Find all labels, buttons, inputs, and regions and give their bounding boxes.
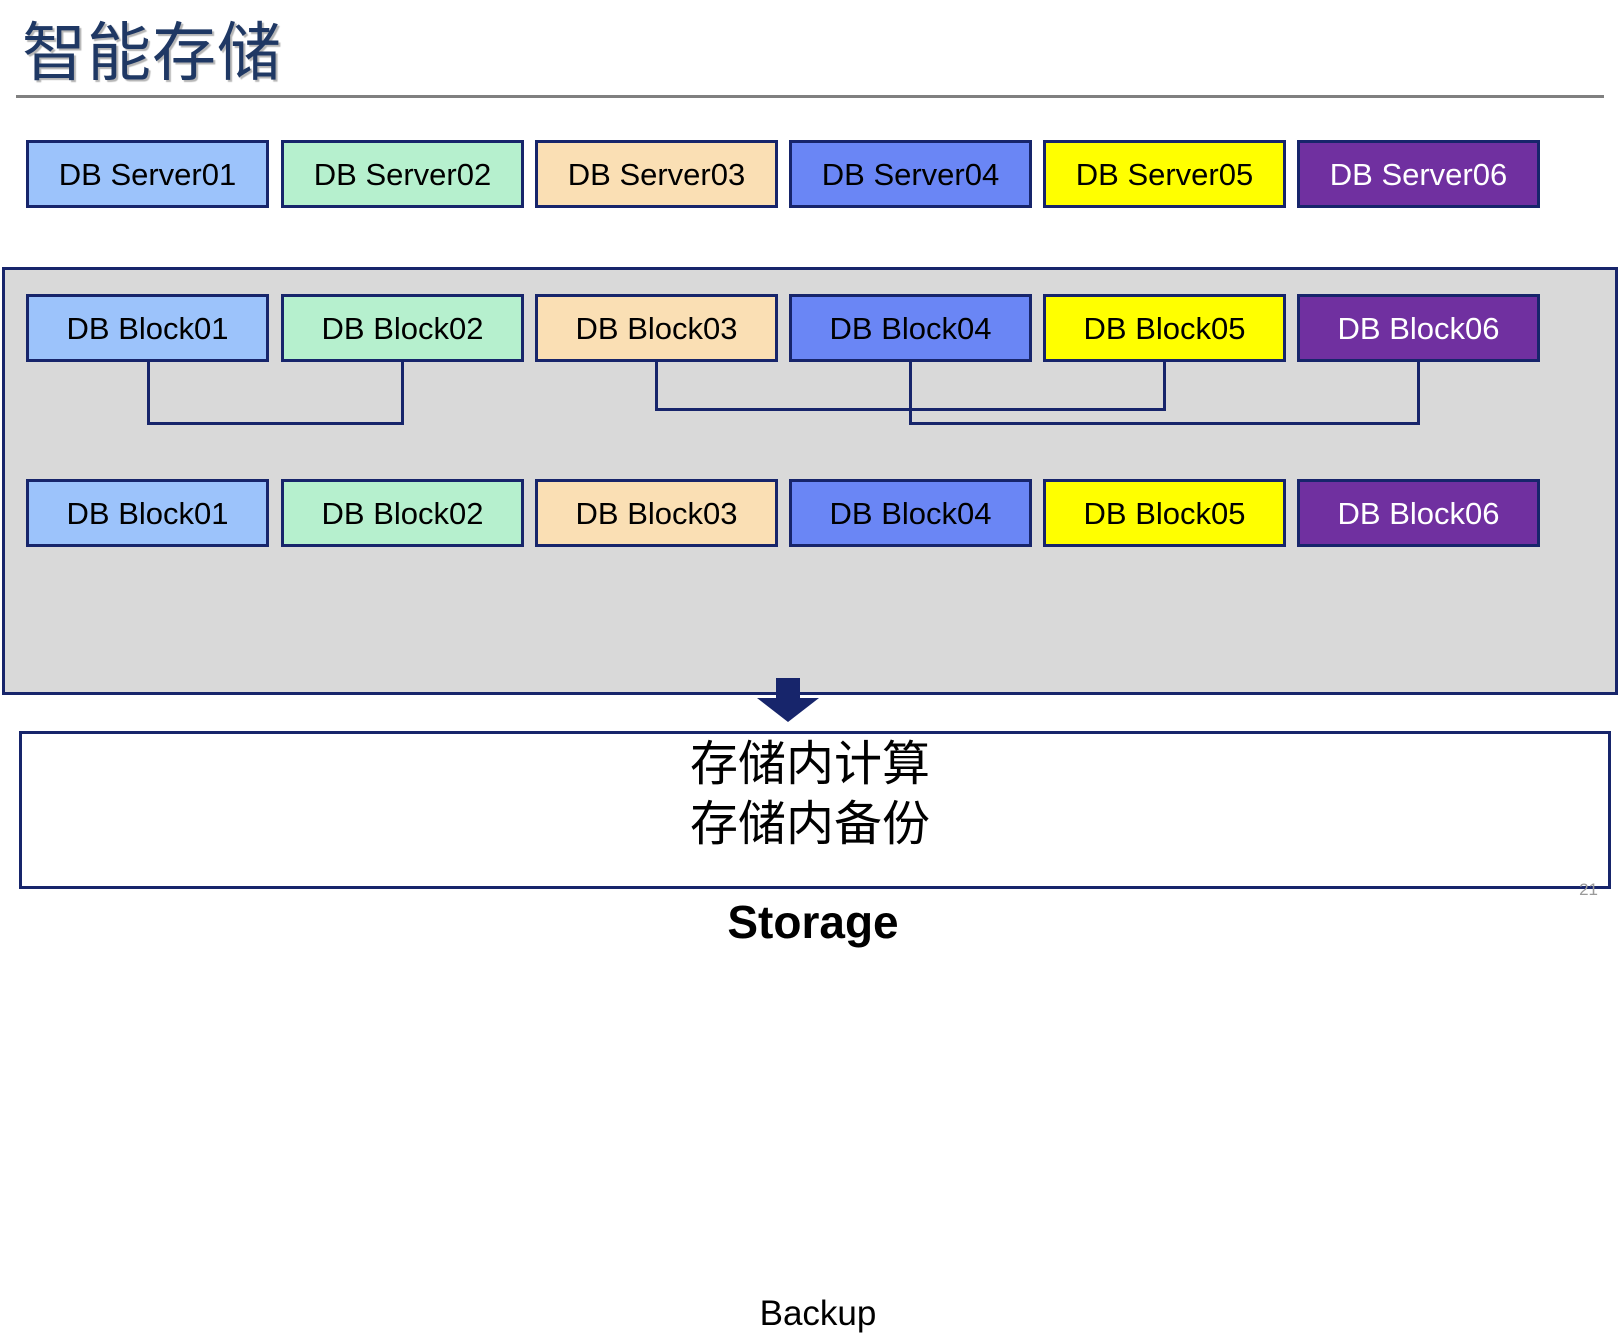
db-block-source-box-1[interactable]: DB Block01 [26, 294, 269, 362]
bracket-block04-block06-left-leg [909, 362, 912, 425]
db-block-source-box-label: DB Block03 [575, 310, 738, 346]
db-block-backup-box-4[interactable]: DB Block04 [789, 479, 1032, 547]
db-block-backup-box-label: DB Block02 [321, 495, 484, 531]
bracket-block01-block02-crossbar [147, 422, 404, 425]
db-block-source-box-label: DB Block05 [1083, 310, 1246, 346]
db-server-box-3[interactable]: DB Server03 [535, 140, 778, 208]
db-block-backup-box-3[interactable]: DB Block03 [535, 479, 778, 547]
bracket-block01-block02-left-leg [147, 362, 150, 425]
db-block-backup-box-5[interactable]: DB Block05 [1043, 479, 1286, 547]
caption-block: 存储内计算 存储内备份 [0, 735, 1620, 855]
storage-label: Storage [727, 896, 899, 948]
db-server-box-1[interactable]: DB Server01 [26, 140, 269, 208]
db-block-backup-box-label: DB Block04 [829, 495, 992, 531]
db-server-box-6[interactable]: DB Server06 [1297, 140, 1540, 208]
down-arrow-icon [757, 678, 819, 722]
db-server-box-2[interactable]: DB Server02 [281, 140, 524, 208]
db-server-box-5[interactable]: DB Server05 [1043, 140, 1286, 208]
bracket-block01-block02-right-leg [401, 362, 404, 425]
db-block-source-box-label: DB Block04 [829, 310, 992, 346]
db-server-box-label: DB Server03 [567, 156, 746, 192]
db-block-backup-box-label: DB Block05 [1083, 495, 1246, 531]
db-block-source-box-4[interactable]: DB Block04 [789, 294, 1032, 362]
db-block-source-box-2[interactable]: DB Block02 [281, 294, 524, 362]
db-server-box-label: DB Server06 [1329, 156, 1508, 192]
db-block-backup-box-label: DB Block03 [575, 495, 738, 531]
page-title: 智能存储 [22, 17, 282, 89]
db-block-source-box-label: DB Block01 [66, 310, 229, 346]
caption-line-2: 存储内备份 [689, 798, 930, 851]
db-block-source-box-label: DB Block02 [321, 310, 484, 346]
db-server-box-label: DB Server01 [58, 156, 237, 192]
db-server-box-4[interactable]: DB Server04 [789, 140, 1032, 208]
db-server-box-label: DB Server04 [821, 156, 1000, 192]
bracket-block04-block06-crossbar [909, 422, 1420, 425]
page-number: 21 [1579, 880, 1598, 899]
db-block-source-box-5[interactable]: DB Block05 [1043, 294, 1286, 362]
bracket-block03-block05-left-leg [655, 362, 658, 411]
db-block-source-box-3[interactable]: DB Block03 [535, 294, 778, 362]
bracket-block03-block05-right-leg [1163, 362, 1166, 411]
db-block-backup-box-2[interactable]: DB Block02 [281, 479, 524, 547]
db-block-backup-box-label: DB Block06 [1337, 495, 1500, 531]
db-block-source-box-label: DB Block06 [1337, 310, 1500, 346]
db-server-box-label: DB Server05 [1075, 156, 1254, 192]
title-divider [16, 95, 1604, 98]
db-block-source-box-6[interactable]: DB Block06 [1297, 294, 1540, 362]
caption-line-1: 存储内计算 [689, 738, 930, 791]
db-block-backup-box-1[interactable]: DB Block01 [26, 479, 269, 547]
db-server-box-label: DB Server02 [313, 156, 492, 192]
db-block-backup-box-6[interactable]: DB Block06 [1297, 479, 1540, 547]
bracket-block04-block06-right-leg [1417, 362, 1420, 425]
db-block-backup-box-label: DB Block01 [66, 495, 229, 531]
backup-label: Backup [759, 1294, 877, 1333]
